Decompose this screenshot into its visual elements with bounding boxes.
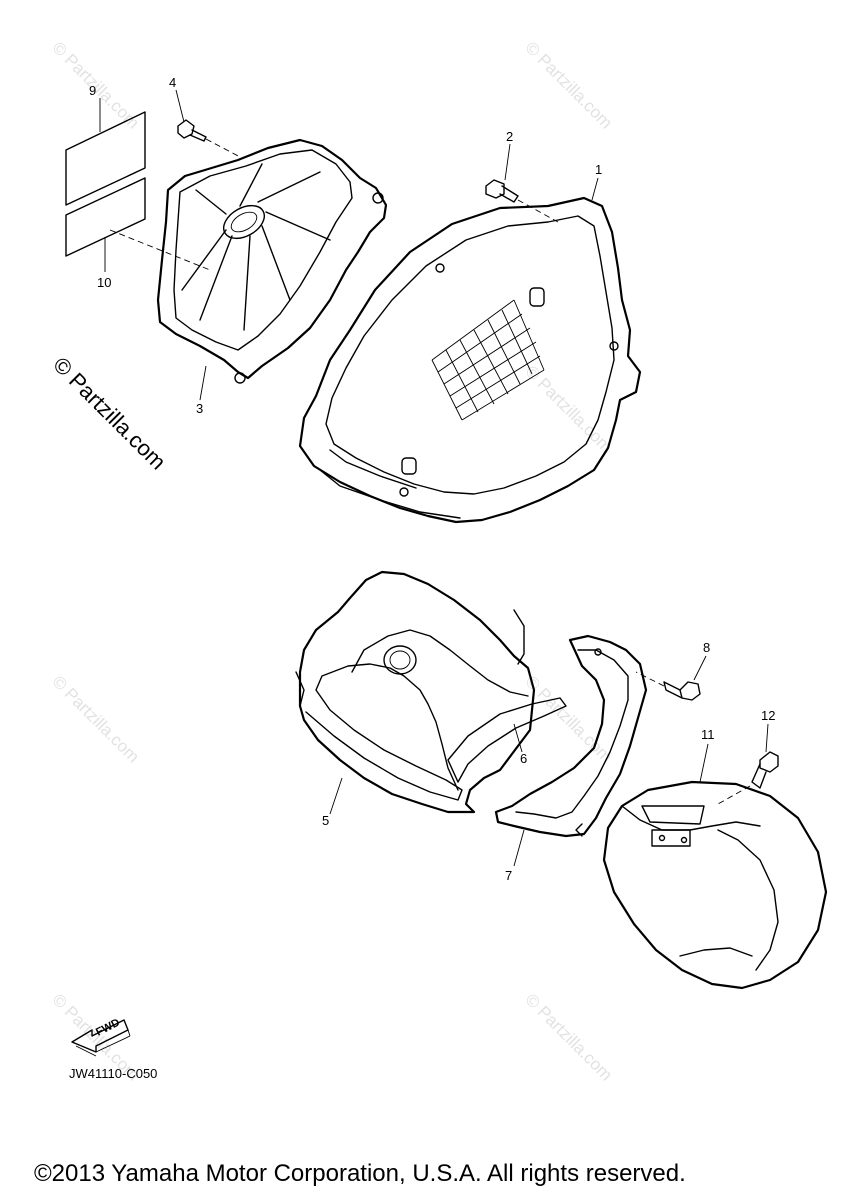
part-7-bracket	[494, 634, 648, 867]
part-10-label-sticker	[65, 177, 211, 272]
callout-10: 10	[97, 275, 112, 290]
callout-1: 1	[595, 162, 603, 177]
part-9-label-sticker	[65, 98, 146, 206]
callout-11: 11	[701, 727, 715, 742]
part-3-inner-cover	[156, 138, 388, 401]
callout-8: 8	[703, 640, 711, 655]
grille-mesh	[431, 299, 545, 421]
part-6-seal-strip	[447, 697, 567, 783]
part-2-bolt	[485, 143, 559, 223]
copyright-notice: ©2013 Yamaha Motor Corporation, U.S.A. A…	[34, 1160, 686, 1187]
callout-9: 9	[89, 83, 97, 98]
part-4-screw	[175, 89, 243, 159]
callout-4: 4	[169, 75, 177, 90]
part-8-bolt	[635, 655, 707, 701]
part-11-cover	[602, 743, 828, 990]
part-12-clip	[717, 723, 779, 805]
callout-6: 6	[520, 751, 528, 766]
fwd-arrow-icon	[71, 1019, 131, 1057]
callout-12: 12	[761, 708, 776, 723]
callout-5: 5	[322, 813, 330, 828]
callout-2: 2	[506, 129, 514, 144]
part-1-outer-shroud	[298, 177, 642, 524]
diagram-code: JW41110-C050	[69, 1066, 158, 1081]
callout-3: 3	[196, 401, 204, 416]
callout-7: 7	[505, 868, 513, 883]
part-5-duct	[295, 570, 536, 815]
